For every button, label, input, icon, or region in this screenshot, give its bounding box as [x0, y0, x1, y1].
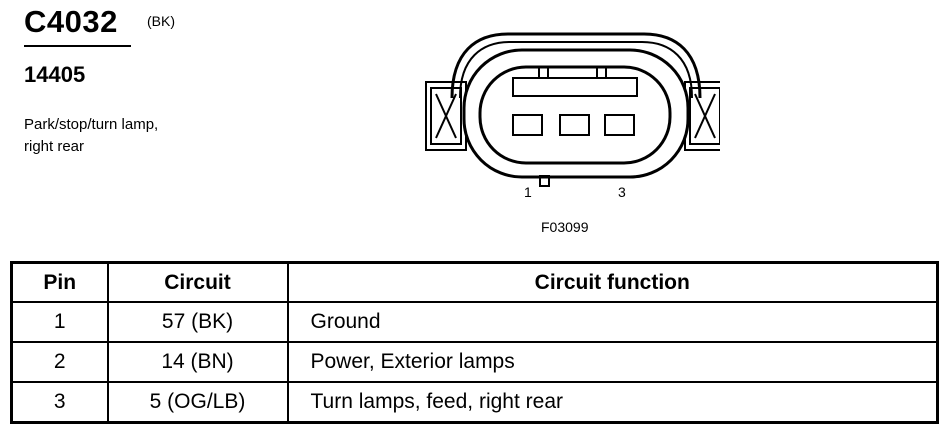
- cell-function: Power, Exterior lamps: [286, 341, 939, 383]
- cell-function: Turn lamps, feed, right rear: [286, 381, 939, 424]
- cell-pin: 1: [10, 301, 109, 343]
- table-header-row: Pin Circuit Circuit function: [10, 261, 939, 303]
- connector-inner-cavity: [478, 65, 672, 165]
- top-lock-arch: [450, 32, 702, 99]
- cell-circuit: 5 (OG/LB): [106, 381, 289, 424]
- connector-id-underline: [24, 45, 131, 47]
- terminal-cavity-1: [512, 114, 543, 136]
- table-row: 1 57 (BK) Ground: [10, 301, 939, 343]
- cell-circuit: 57 (BK): [106, 301, 289, 343]
- table-row: 2 14 (BN) Power, Exterior lamps: [10, 341, 939, 383]
- description-line-2: right rear: [24, 138, 85, 155]
- connector-description: Park/stop/turn lamp, right rear: [24, 114, 224, 158]
- header-circuit-function: Circuit function: [286, 261, 939, 303]
- terminal-cavity-3: [604, 114, 635, 136]
- connector-color-code: (BK): [147, 13, 175, 29]
- cell-pin: 2: [10, 341, 109, 383]
- connector-face-diagram: 1 3 F03099: [425, 32, 720, 235]
- cell-function: Ground: [286, 301, 939, 343]
- pin-label-3: 3: [618, 184, 626, 200]
- part-number: 14405: [24, 62, 86, 87]
- keying-bar: [512, 77, 638, 97]
- description-line-1: Park/stop/turn lamp,: [24, 116, 159, 133]
- figure-number: F03099: [541, 219, 589, 235]
- bottom-tab: [539, 175, 550, 187]
- pin-label-1: 1: [524, 184, 532, 200]
- table-row: 3 5 (OG/LB) Turn lamps, feed, right rear: [10, 381, 939, 424]
- connector-id: C4032: [24, 4, 118, 39]
- pin-table: Pin Circuit Circuit function 1 57 (BK) G…: [10, 261, 939, 424]
- header-circuit: Circuit: [106, 261, 289, 303]
- cell-pin: 3: [10, 381, 109, 424]
- header-pin: Pin: [10, 261, 109, 303]
- terminal-cavity-2: [559, 114, 590, 136]
- cell-circuit: 14 (BN): [106, 341, 289, 383]
- connector-outer-shell: [462, 48, 690, 179]
